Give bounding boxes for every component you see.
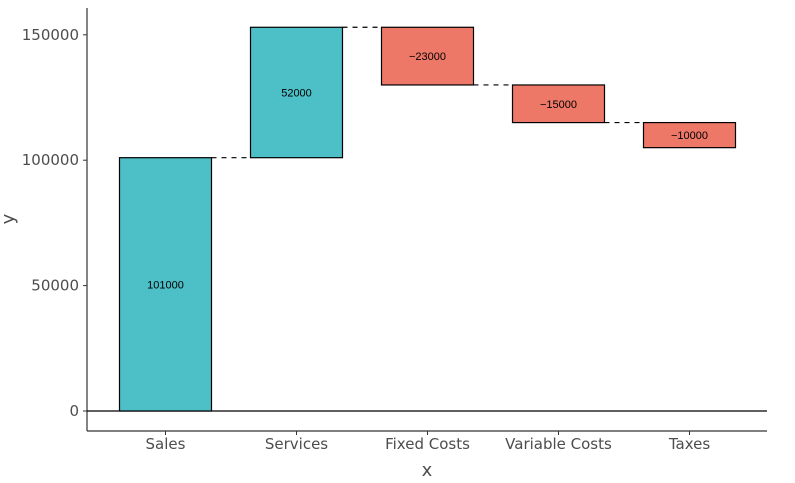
- bar-value-label: −10000: [671, 130, 708, 142]
- x-tick-label: Sales: [146, 435, 186, 453]
- waterfall-bar: [511, 84, 606, 124]
- connectors: [211, 26, 644, 159]
- bar-value-labels: 101000 52000 −23000 −15000 −10000: [147, 51, 708, 291]
- y-tick-label: 150000: [22, 26, 79, 44]
- bar-value-label: −15000: [540, 99, 577, 111]
- x-axis-title: x: [422, 460, 433, 481]
- x-tick-labels: Sales Services Fixed Costs Variable Costs Ta…: [146, 431, 711, 453]
- x-tick-label: Variable Costs: [505, 435, 612, 453]
- x-tick-label: Fixed Costs: [385, 435, 470, 453]
- x-tick-label: Services: [265, 435, 328, 453]
- y-tick-label: 0: [69, 402, 79, 420]
- y-axis-title: y: [0, 213, 19, 224]
- bar-value-label: 52000: [281, 87, 312, 99]
- waterfall-bar: [249, 26, 344, 159]
- waterfall-bar: [118, 157, 213, 412]
- bar-value-label: −23000: [409, 51, 446, 63]
- waterfall-bar: [380, 26, 475, 86]
- waterfall-bar: [642, 121, 737, 149]
- y-tick-labels: 0 50000 100000 150000: [22, 26, 87, 420]
- bar-value-label: 101000: [147, 279, 184, 291]
- bars: [118, 26, 737, 412]
- x-tick-label: Taxes: [668, 435, 711, 453]
- y-tick-label: 50000: [31, 277, 79, 295]
- y-tick-label: 100000: [22, 151, 79, 169]
